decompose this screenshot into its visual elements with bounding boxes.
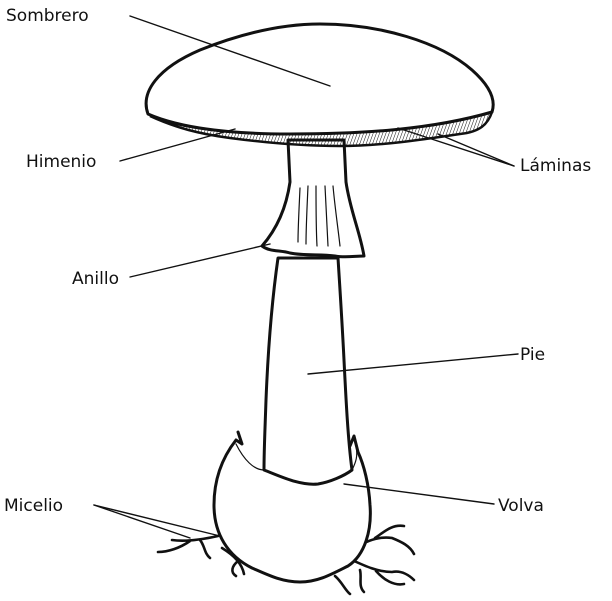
label-anillo: Anillo <box>72 269 119 289</box>
label-himenio: Himenio <box>26 152 96 172</box>
label-laminas: Láminas <box>520 156 591 176</box>
leader-himenio <box>120 129 235 161</box>
label-micelio: Micelio <box>4 496 63 516</box>
label-volva: Volva <box>498 496 544 516</box>
annulus-shape <box>262 140 364 257</box>
leader-micelio-1 <box>94 505 190 538</box>
leader-laminas-2 <box>438 134 514 166</box>
label-pie: Pie <box>520 345 545 365</box>
label-sombrero: Sombrero <box>6 6 89 26</box>
leader-micelio-2 <box>94 505 220 536</box>
leader-anillo <box>130 244 270 277</box>
